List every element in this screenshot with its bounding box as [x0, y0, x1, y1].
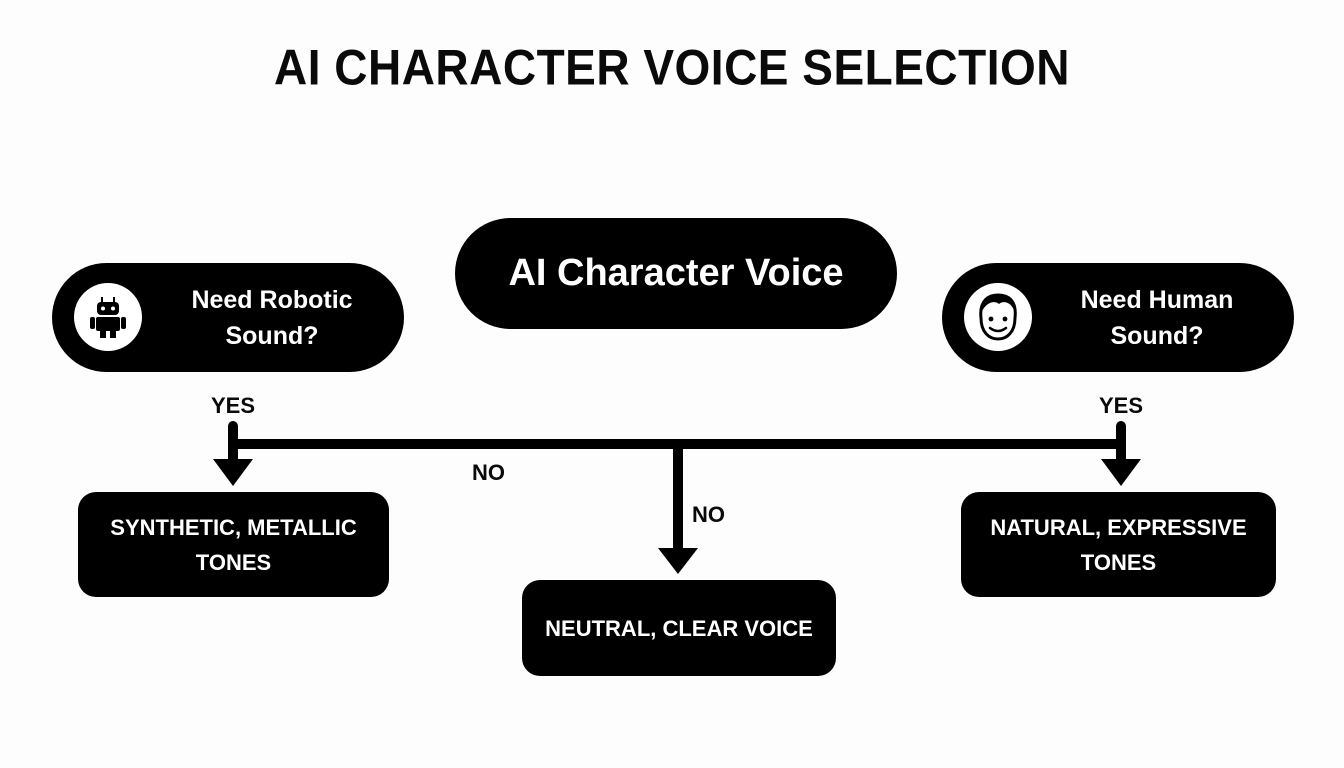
synthetic-outcome-box: SYNTHETIC, METALLIC TONES [78, 492, 389, 597]
robot-icon [74, 283, 142, 351]
center-node-label: AI Character Voice [508, 252, 844, 294]
left-arrowhead [213, 459, 253, 486]
left-yes-label: YES [211, 393, 256, 418]
robotic-question-node: Need Robotic Sound? [52, 263, 404, 372]
human-question-label: Need Human Sound? [1080, 285, 1234, 350]
neutral-outcome-label: NEUTRAL, CLEAR VOICE [545, 615, 813, 641]
page-title: AI CHARACTER VOICE SELECTION [273, 38, 1071, 96]
center-arrowhead [658, 548, 698, 574]
no-horizontal-label: NO [472, 460, 505, 485]
center-node: AI Character Voice [455, 218, 897, 329]
no-vertical-label: NO [692, 502, 725, 527]
neutral-outcome-box: NEUTRAL, CLEAR VOICE [522, 580, 836, 676]
natural-outcome-label: NATURAL, EXPRESSIVE TONES [990, 514, 1247, 575]
right-yes-label: YES [1099, 393, 1144, 418]
face-icon [964, 283, 1032, 351]
robotic-question-label: Need Robotic Sound? [191, 285, 353, 350]
natural-outcome-box: NATURAL, EXPRESSIVE TONES [961, 492, 1276, 597]
synthetic-outcome-label: SYNTHETIC, METALLIC TONES [110, 514, 357, 575]
right-arrowhead [1101, 459, 1141, 486]
human-question-node: Need Human Sound? [942, 263, 1294, 372]
